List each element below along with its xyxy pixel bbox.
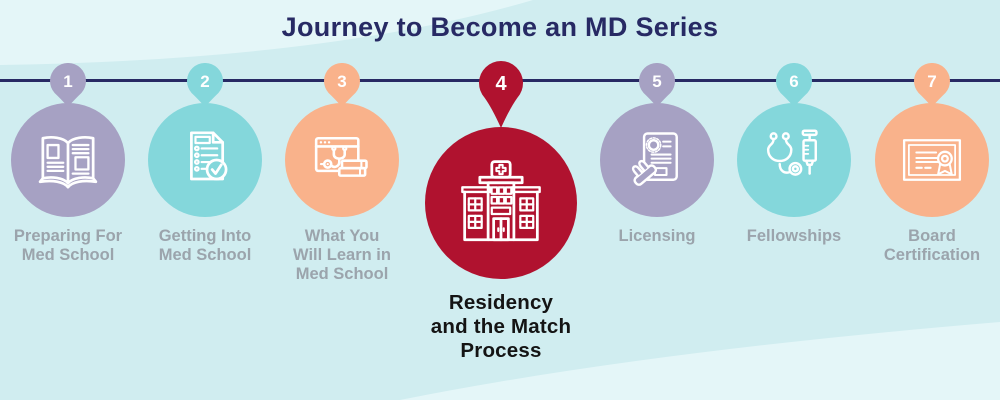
hospital-icon bbox=[461, 160, 541, 242]
open-book-icon bbox=[38, 135, 98, 189]
step-circle bbox=[600, 103, 714, 217]
step-circle bbox=[11, 103, 125, 217]
step-number-pin: 4 bbox=[479, 61, 523, 128]
step-circle bbox=[875, 103, 989, 217]
step-number-pin: 3 bbox=[324, 63, 360, 107]
step-getting-into-med-school: 2 Getting Into Med School bbox=[130, 0, 280, 400]
step-number: 4 bbox=[495, 73, 507, 95]
step-number: 5 bbox=[652, 72, 661, 91]
checklist-icon bbox=[190, 131, 228, 181]
step-circle bbox=[285, 103, 399, 217]
step-circle bbox=[425, 127, 577, 279]
step-label: Residency and the Match Process bbox=[430, 291, 572, 362]
step-number-pin: 6 bbox=[776, 63, 812, 107]
step-number: 3 bbox=[337, 72, 346, 91]
step-label: Board Certification bbox=[883, 227, 981, 264]
step-number-pin: 2 bbox=[187, 63, 223, 107]
online-learning-icon bbox=[314, 136, 368, 177]
step-residency-match-process: 4 bbox=[401, 0, 601, 400]
step-number-pin: 1 bbox=[50, 63, 86, 107]
stethoscope-syringe-icon bbox=[766, 129, 818, 176]
step-circle bbox=[148, 103, 262, 217]
license-stamp-icon bbox=[631, 132, 678, 186]
step-label: What You Will Learn in Med School bbox=[293, 227, 391, 283]
step-number: 1 bbox=[63, 72, 72, 91]
step-label: Preparing For Med School bbox=[13, 227, 123, 264]
step-label: Licensing bbox=[618, 227, 696, 245]
step-fellowships: 6 Fellowships bbox=[719, 0, 869, 400]
certificate-icon bbox=[902, 139, 962, 181]
step-preparing-for-med-school: 1 Preparing For Med School bbox=[0, 0, 143, 400]
page-title: Journey to Become an MD Series bbox=[281, 12, 719, 42]
step-number-pin: 7 bbox=[914, 63, 950, 107]
step-number: 6 bbox=[789, 72, 798, 91]
step-number: 7 bbox=[927, 72, 936, 91]
step-number: 2 bbox=[200, 72, 209, 91]
step-board-certification: 7 Board Certification bbox=[857, 0, 1000, 400]
step-number-pin: 5 bbox=[639, 63, 675, 107]
step-what-you-will-learn: 3 What You Will Learn i bbox=[267, 0, 417, 400]
step-licensing: 5 Licensing bbox=[582, 0, 732, 400]
step-label: Getting Into Med School bbox=[158, 227, 252, 264]
step-label: Fellowships bbox=[746, 227, 842, 245]
step-circle bbox=[737, 103, 851, 217]
